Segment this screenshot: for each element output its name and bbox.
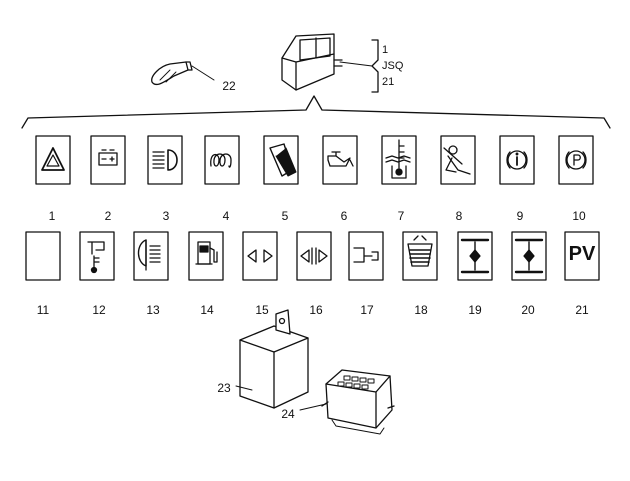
row1-label-3: 3 (162, 209, 170, 223)
oil-pressure-icon (327, 151, 354, 167)
axle-lock-icon (460, 238, 490, 274)
row1-label-2: 2 (104, 209, 112, 223)
fog-light-icon (137, 239, 161, 271)
glow-plug-icon (210, 153, 232, 168)
fuel-pump-icon (195, 241, 218, 265)
switch-label-2: JSQ (382, 60, 404, 72)
row1-label-4: 4 (222, 209, 230, 223)
axle-differential-icon (514, 238, 544, 274)
switch-label-1: 1 (382, 44, 389, 56)
row2-label-12: 12 (92, 303, 106, 317)
row2-label-18: 18 (414, 303, 428, 317)
rocker-switch (281, 33, 343, 91)
row2-label-14: 14 (200, 303, 214, 317)
row1-label-10: 10 (572, 209, 586, 223)
bulb-22 (151, 61, 215, 86)
pv-icon: PV (568, 243, 596, 265)
parking-brake-icon (565, 150, 587, 170)
row1-label-9: 9 (516, 209, 524, 223)
row1-label-7: 7 (397, 209, 405, 223)
row1-label-8: 8 (455, 209, 463, 223)
coolant-temperature-icon (385, 139, 411, 179)
open-door-icon (269, 143, 297, 177)
headlight-icon (152, 149, 178, 171)
switch-label-3: 21 (382, 76, 395, 88)
info-icon (506, 150, 528, 170)
row2-label-11: 11 (36, 303, 50, 317)
relay-label: 23 (217, 381, 231, 395)
seat-belt-icon (443, 145, 471, 175)
row1-boxes (35, 135, 594, 185)
switch-label-bracket (371, 39, 379, 93)
trailer-icon (353, 247, 379, 263)
row1-label-6: 6 (340, 209, 348, 223)
bulb-label: 22 (222, 79, 236, 93)
row1-label-1: 1 (48, 209, 56, 223)
connector-label: 24 (281, 407, 295, 421)
oil-temperature-icon (87, 241, 105, 274)
relay-23 (235, 309, 309, 409)
row2-label-16: 16 (309, 303, 323, 317)
hazard-warning-icon (41, 147, 65, 171)
group-brace (21, 95, 611, 129)
connector-24 (299, 369, 395, 435)
row1-label-5: 5 (281, 209, 289, 223)
row2-label-21: 21 (575, 303, 589, 317)
row2-label-19: 19 (468, 303, 482, 317)
row2-label-17: 17 (360, 303, 374, 317)
row2-label-15: 15 (255, 303, 269, 317)
battery-icon (98, 149, 118, 166)
turn-signal-icon (247, 249, 273, 263)
row2-label-20: 20 (521, 303, 535, 317)
rear-window-heater-icon (407, 235, 433, 267)
trailer-turn-signal-icon (300, 247, 328, 265)
row2-label-13: 13 (146, 303, 160, 317)
